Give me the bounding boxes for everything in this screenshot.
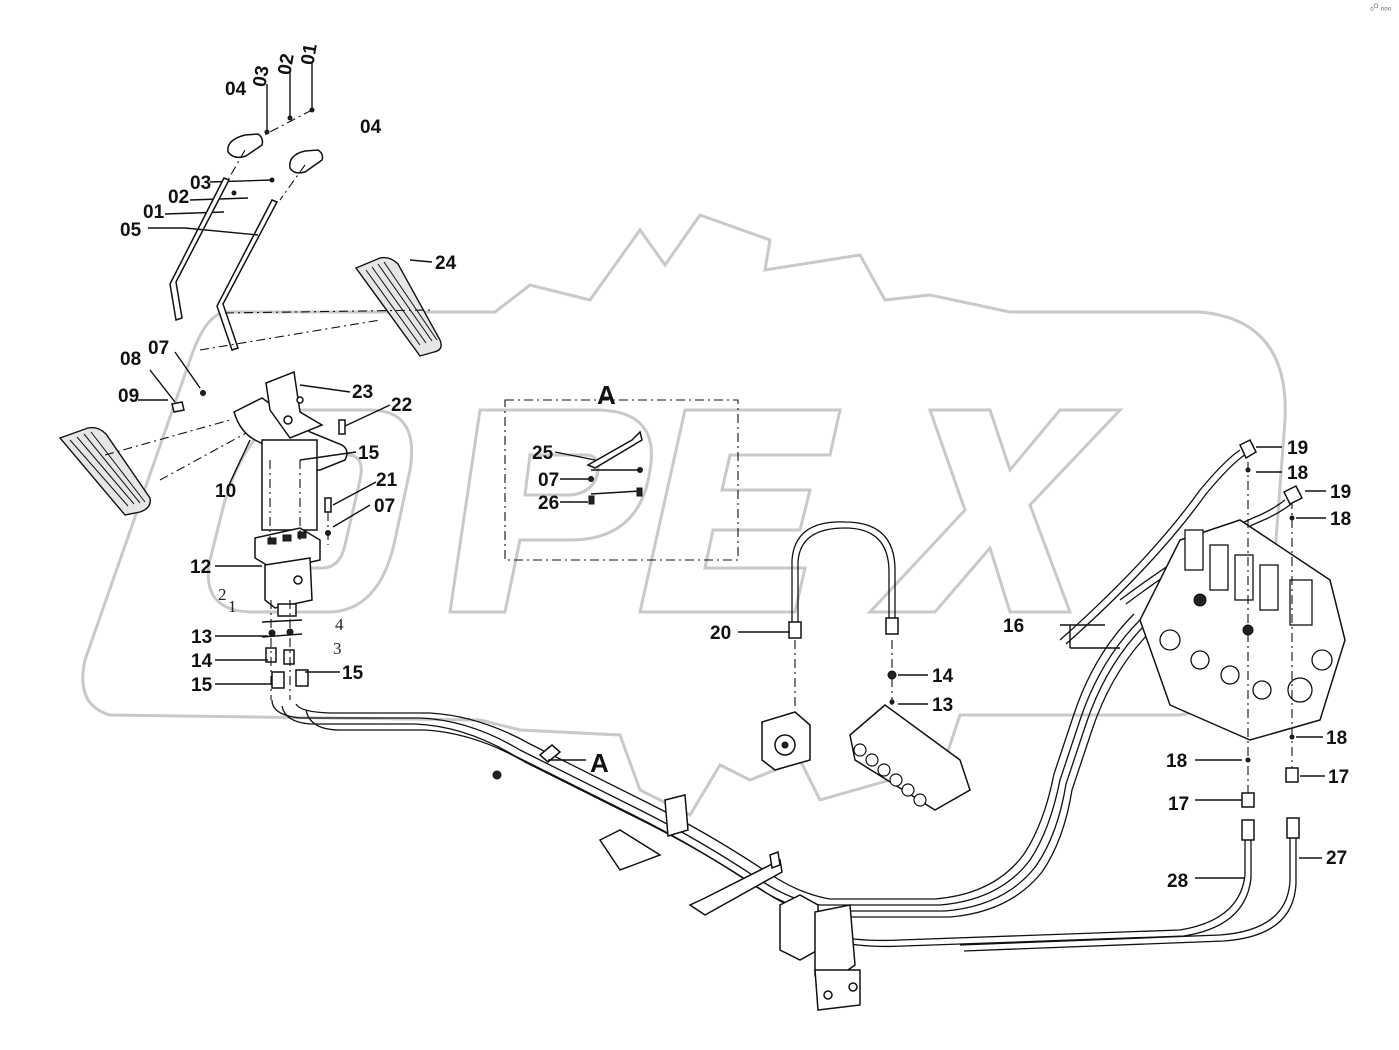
callout-02-top: 02 [274,52,298,76]
corner-mark: ₒᴼ ₒₒₒ [1370,2,1391,12]
callout-26: 26 [538,493,559,514]
callout-04-top: 04 [225,79,247,100]
callout-16: 16 [1003,616,1024,637]
callout-18-right: 18 [1330,509,1351,530]
watermark-letter-e [638,408,842,614]
callout-07-detail: 07 [538,470,559,491]
callout-labels: 01 02 03 04 04 03 02 01 05 24 08 07 09 2… [118,42,1351,892]
callout-15-lower-left: 15 [191,675,213,696]
callout-17-right: 17 [1328,767,1349,788]
callout-15-lower-right: 15 [342,663,364,684]
section-callout-a: A [590,748,609,778]
port-label-3: 3 [333,639,342,658]
callout-22: 22 [391,395,412,416]
callout-18-lower-right: 18 [1326,728,1347,749]
callout-02: 02 [168,187,189,208]
lever-rod-right [216,199,279,351]
lever-rod-left [169,177,231,321]
callout-07-mid: 07 [374,496,395,517]
callout-12: 12 [190,557,211,578]
main-control-valve [1139,438,1346,808]
lever-knob-right [289,149,324,174]
pedal-pad-left [58,426,151,516]
port-label-1: 1 [228,597,237,616]
callout-23: 23 [352,382,373,403]
callout-14-center: 14 [932,666,954,687]
callout-01-top: 01 [297,42,321,67]
watermark-letter-x [866,408,1124,614]
pedal-pad-right [354,256,442,357]
leader-lines [138,259,1326,879]
callout-19-right: 19 [1330,482,1351,503]
lever-knob-left [227,133,264,159]
callout-04-right: 04 [360,117,382,138]
callout-07-upper: 07 [148,338,169,359]
callout-27: 27 [1326,848,1347,869]
callout-28: 28 [1167,871,1188,892]
callout-19-upper: 19 [1287,438,1308,459]
port-label-4: 4 [335,615,344,634]
lever-hardware-stack [244,62,315,146]
callout-05: 05 [120,220,142,241]
callout-13-center: 13 [932,695,953,716]
pilot-hoses [271,449,1300,952]
pilot-hose-loop [788,521,899,710]
callout-24: 24 [435,253,457,274]
detail-a-view [504,399,739,561]
hose-brackets [492,744,861,1011]
callout-18-upper: 18 [1287,463,1308,484]
callout-17-left: 17 [1168,794,1189,815]
callout-10: 10 [215,481,236,502]
callout-09: 09 [118,386,139,407]
pilot-valve-body [254,439,321,617]
callout-13-left: 13 [191,627,212,648]
port-label-2: 2 [218,585,227,604]
callout-25: 25 [532,443,554,464]
callout-01: 01 [143,202,165,223]
callout-15-upper: 15 [358,443,380,464]
callout-20: 20 [710,623,731,644]
callout-21: 21 [376,470,398,491]
callout-14-left: 14 [191,651,213,672]
callout-18-lower-left: 18 [1166,751,1187,772]
detail-a-title: A [597,380,616,410]
center-valve-blocks [761,670,971,811]
pedal-lever-assembly [58,62,442,700]
callout-03: 03 [190,173,211,194]
callout-03-top: 03 [249,64,273,88]
callout-08: 08 [120,349,141,370]
